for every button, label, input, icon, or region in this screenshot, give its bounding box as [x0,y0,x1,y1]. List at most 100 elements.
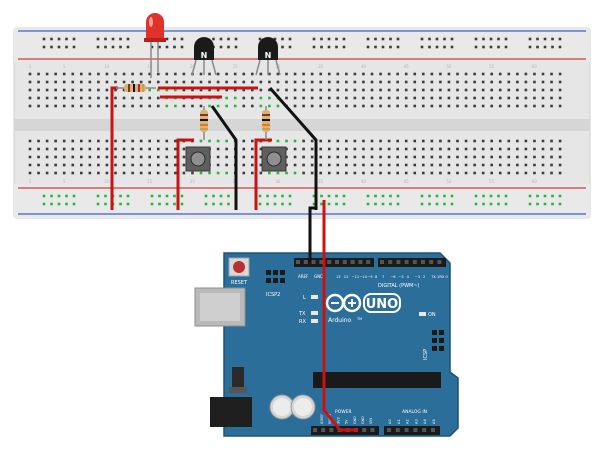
breadboard-hole [353,104,357,108]
breadboard-hole [251,171,254,175]
digital-pin-label: 7 [382,275,384,279]
breadboard-hole [199,80,203,84]
breadboard-hole [541,72,545,76]
breadboard-hole [242,104,246,108]
breadboard-hole [80,171,83,175]
breadboard-hole [473,104,476,108]
breadboard-hole [541,155,545,159]
rail-hole [489,202,493,206]
breadboard-hole [62,163,66,167]
breadboard-hole [541,139,545,143]
transistor-2: N [255,37,281,76]
breadboard-hole [336,88,340,92]
breadboard-hole [54,88,57,92]
breadboard-hole [490,163,493,167]
breadboard-hole [404,171,408,175]
breadboard-hole [456,139,459,143]
rail-hole [273,194,277,198]
icsp-header [432,330,444,351]
breadboard-hole [105,88,109,92]
rail-hole [96,45,100,49]
breadboard-hole [165,80,169,84]
breadboard-hole [327,80,331,84]
breadboard-hole [362,163,365,167]
breadboard-hole [319,139,322,143]
breadboard-hole [336,147,340,151]
breadboard-hole [473,139,476,143]
breadboard-hole [62,72,66,76]
breadboard-hole [45,147,49,151]
row-label-bottom: 20 [190,179,196,184]
rail-hole [104,202,107,206]
breadboard-hole [353,72,357,76]
digital-pin-label: ~9 [367,275,373,279]
rail-hole [173,45,176,49]
breadboard-hole [199,171,203,175]
breadboard-hole [498,155,502,159]
row-label-bottom: 60 [532,179,538,184]
breadboard-hole [293,139,297,143]
breadboard-hole [216,88,220,92]
breadboard-hole [131,171,134,175]
breadboard-hole [105,147,109,151]
breadboard-hole [319,163,322,167]
breadboard-hole [80,155,83,159]
aref-label: AREF [298,274,309,279]
rail-hole [288,202,292,206]
breadboard-hole [97,96,100,100]
breadboard-hole [165,104,169,108]
breadboard-hole [524,104,528,108]
resistor-vertical-2-band-1 [262,114,270,116]
rail-hole [428,194,431,198]
rail-hole [312,45,316,49]
breadboard-hole [259,104,263,108]
digital-pin-label: ~10 [359,275,367,279]
breadboard-hole [37,171,40,175]
rail-hole [381,45,385,49]
breadboard-hole [71,139,75,143]
breadboard-hole [327,163,331,167]
breadboard-hole [379,147,382,151]
rail-hole [443,202,446,206]
breadboard-hole [259,147,263,151]
breadboard-hole [464,88,468,92]
breadboard-hole [208,72,211,76]
breadboard-hole [259,72,263,76]
breadboard-hole [533,96,536,100]
analog-pin-label: A0 [388,419,392,424]
rail-hole [227,37,230,41]
rail-hole [482,194,485,198]
rail-hole [450,194,454,198]
breadboard-hole [439,104,442,108]
breadboard-hole [199,104,203,108]
rail-hole [389,194,392,198]
breadboard-hole [481,147,485,151]
rail-hole [42,45,46,49]
icsp2-header [266,270,285,283]
breadboard-hole [45,80,49,84]
breadboard-hole [62,171,66,175]
breadboard-hole [88,171,92,175]
breadboard-hole [88,147,92,151]
breadboard-hole [310,155,314,159]
breadboard-hole [251,96,254,100]
breadboard-hole [498,72,502,76]
breadboard-hole [456,163,459,167]
breadboard-hole [251,147,254,151]
breadboard-hole [464,72,468,76]
analog-pin-label: A5 [432,419,436,424]
power-pin-label: IOREF [320,414,324,424]
breadboard-hole [156,96,160,100]
breadboard-hole [225,147,228,151]
rail-hole [65,45,68,49]
breadboard-hole [456,104,459,108]
breadboard-hole [422,80,425,84]
breadboard-hole [54,163,57,167]
rail-hole [158,45,161,49]
breadboard: 1155101015152020252530303535404045455050… [13,27,591,219]
breadboard-hole [285,139,288,143]
breadboard-hole [122,171,126,175]
breadboard-hole [45,72,49,76]
rail-hole [474,194,478,198]
breadboard-hole [225,155,228,159]
